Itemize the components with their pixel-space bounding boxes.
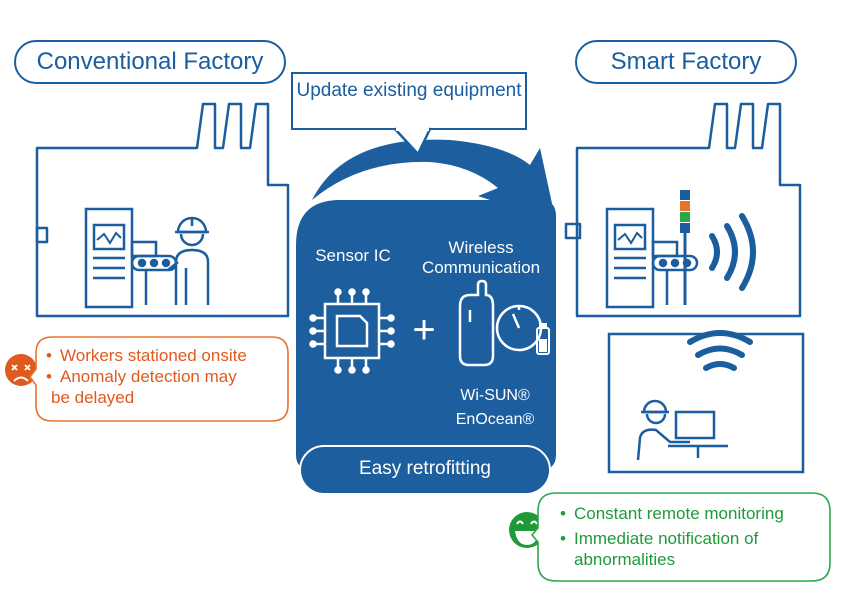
benefit-item-continued: abnormalities bbox=[574, 550, 676, 569]
update-callout-text: Update existing equipment bbox=[296, 80, 522, 101]
sad-face-icon bbox=[5, 354, 37, 386]
sensor-chip-icon bbox=[309, 288, 395, 374]
retrofit-footer-bg bbox=[299, 445, 551, 495]
protocol-enocean: EnOcean® bbox=[455, 411, 535, 428]
machine-icon bbox=[84, 207, 178, 309]
issues-list: •Workers stationed onsite •Anomaly detec… bbox=[46, 345, 286, 408]
factory-icon bbox=[35, 102, 290, 318]
worker-icon bbox=[167, 216, 210, 305]
signal-tower-icon bbox=[680, 190, 690, 305]
smart-title-text: Smart Factory bbox=[610, 48, 762, 75]
conventional-title-text: Conventional Factory bbox=[36, 48, 264, 75]
benefits-list: •Constant remote monitoring •Immediate n… bbox=[560, 503, 828, 570]
conventional-factory-title: Conventional Factory bbox=[14, 40, 286, 84]
benefit-item: •Immediate notification of bbox=[560, 529, 759, 548]
issue-item: •Workers stationed onsite bbox=[46, 346, 247, 365]
retrofit-panel bbox=[296, 200, 556, 470]
issues-bubble bbox=[29, 336, 289, 422]
remote-operator-icon bbox=[636, 399, 728, 461]
smart-factory-title: Smart Factory bbox=[575, 40, 797, 84]
wireless-communication-label: Wireless Communication bbox=[421, 238, 541, 277]
issue-item: •Anomaly detection may bbox=[46, 367, 237, 386]
sensor-ic-label: Sensor IC bbox=[315, 246, 391, 265]
plus-sign: + bbox=[412, 308, 436, 352]
update-equipment-callout: Update existing equipment bbox=[291, 72, 527, 130]
benefit-item: •Constant remote monitoring bbox=[560, 504, 784, 523]
wifi-icon bbox=[687, 330, 753, 371]
wifi-icon bbox=[709, 213, 756, 291]
factory-icon bbox=[564, 102, 802, 318]
issue-item-continued: be delayed bbox=[51, 388, 135, 407]
benefits-bubble bbox=[530, 492, 831, 582]
easy-retrofitting-label: Easy retrofitting bbox=[359, 458, 491, 479]
protocol-wisun: Wi-SUN® bbox=[460, 387, 530, 404]
battery-icon bbox=[536, 323, 550, 355]
